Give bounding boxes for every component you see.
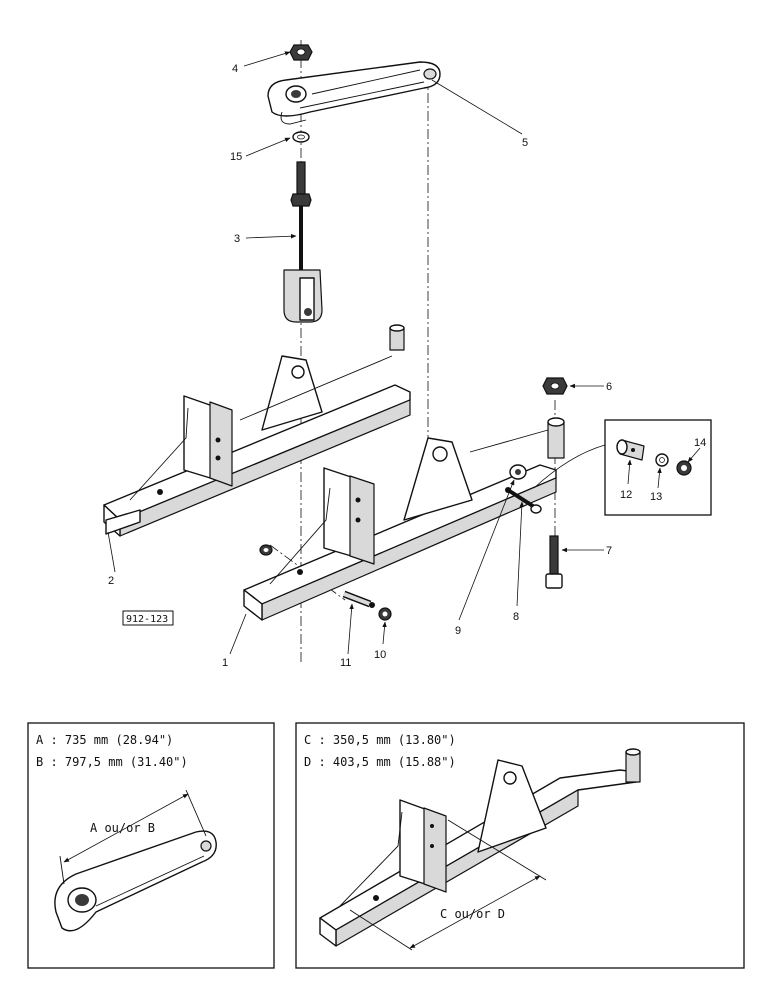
callout-13: 13 <box>650 491 662 503</box>
part-13-washer <box>655 453 669 467</box>
spec-a: A : 735 mm (28.94") <box>36 733 173 747</box>
part-12-grease-fitting <box>616 439 645 461</box>
spec-b: B : 797,5 mm (31.40") <box>36 755 188 769</box>
part-6-nut <box>542 377 568 395</box>
callout-6: 6 <box>606 381 612 393</box>
callout-5: 5 <box>522 137 528 149</box>
callout-10: 10 <box>374 649 386 661</box>
dimension-c-or-d: C ou/or D <box>440 907 505 921</box>
callout-1: 1 <box>222 657 228 669</box>
small-washer <box>259 544 273 556</box>
callout-leaders <box>107 51 701 655</box>
part-1-front-beam <box>243 429 557 621</box>
part-10-nut <box>378 607 392 621</box>
callout-numbers: 4 15 3 5 6 7 8 9 10 11 12 13 14 2 1 <box>108 63 706 669</box>
beam-end-sleeve <box>547 417 565 459</box>
part-4-nut <box>289 44 313 61</box>
spec-d: D : 403,5 mm (15.88") <box>304 755 456 769</box>
exploded-assembly: 4 15 3 5 6 7 8 9 10 11 12 13 14 2 1 912-… <box>103 40 712 669</box>
part-7-bolt <box>545 535 563 589</box>
spec-c: C : 350,5 mm (13.80") <box>304 733 456 747</box>
part-2-rear-beam <box>103 324 411 537</box>
dimension-a-or-b: A ou/or B <box>90 821 155 835</box>
part-3-threaded-rod <box>283 161 323 323</box>
part-15-washer <box>292 131 310 143</box>
callout-11: 11 <box>340 657 351 669</box>
part-14-cap <box>676 460 692 476</box>
callout-3: 3 <box>234 233 240 245</box>
detail-inset <box>533 419 712 516</box>
left-detail-panel: A : 735 mm (28.94") B : 797,5 mm (31.40"… <box>27 722 275 969</box>
svg-text:912-123: 912-123 <box>126 614 168 625</box>
part-11-pin <box>342 590 375 608</box>
callout-14: 14 <box>694 437 706 449</box>
callout-15: 15 <box>230 151 242 163</box>
callout-7: 7 <box>606 545 612 557</box>
callout-8: 8 <box>513 611 519 623</box>
callout-9: 9 <box>455 625 461 637</box>
right-detail-panel: C : 350,5 mm (13.80") D : 403,5 mm (15.8… <box>295 722 745 969</box>
part-9-bushing <box>509 464 527 480</box>
part-5-link-arm <box>267 61 441 125</box>
reference-code: 912-123 <box>122 610 174 626</box>
callout-4: 4 <box>232 63 238 75</box>
callout-12: 12 <box>620 489 632 501</box>
callout-2: 2 <box>108 575 114 587</box>
